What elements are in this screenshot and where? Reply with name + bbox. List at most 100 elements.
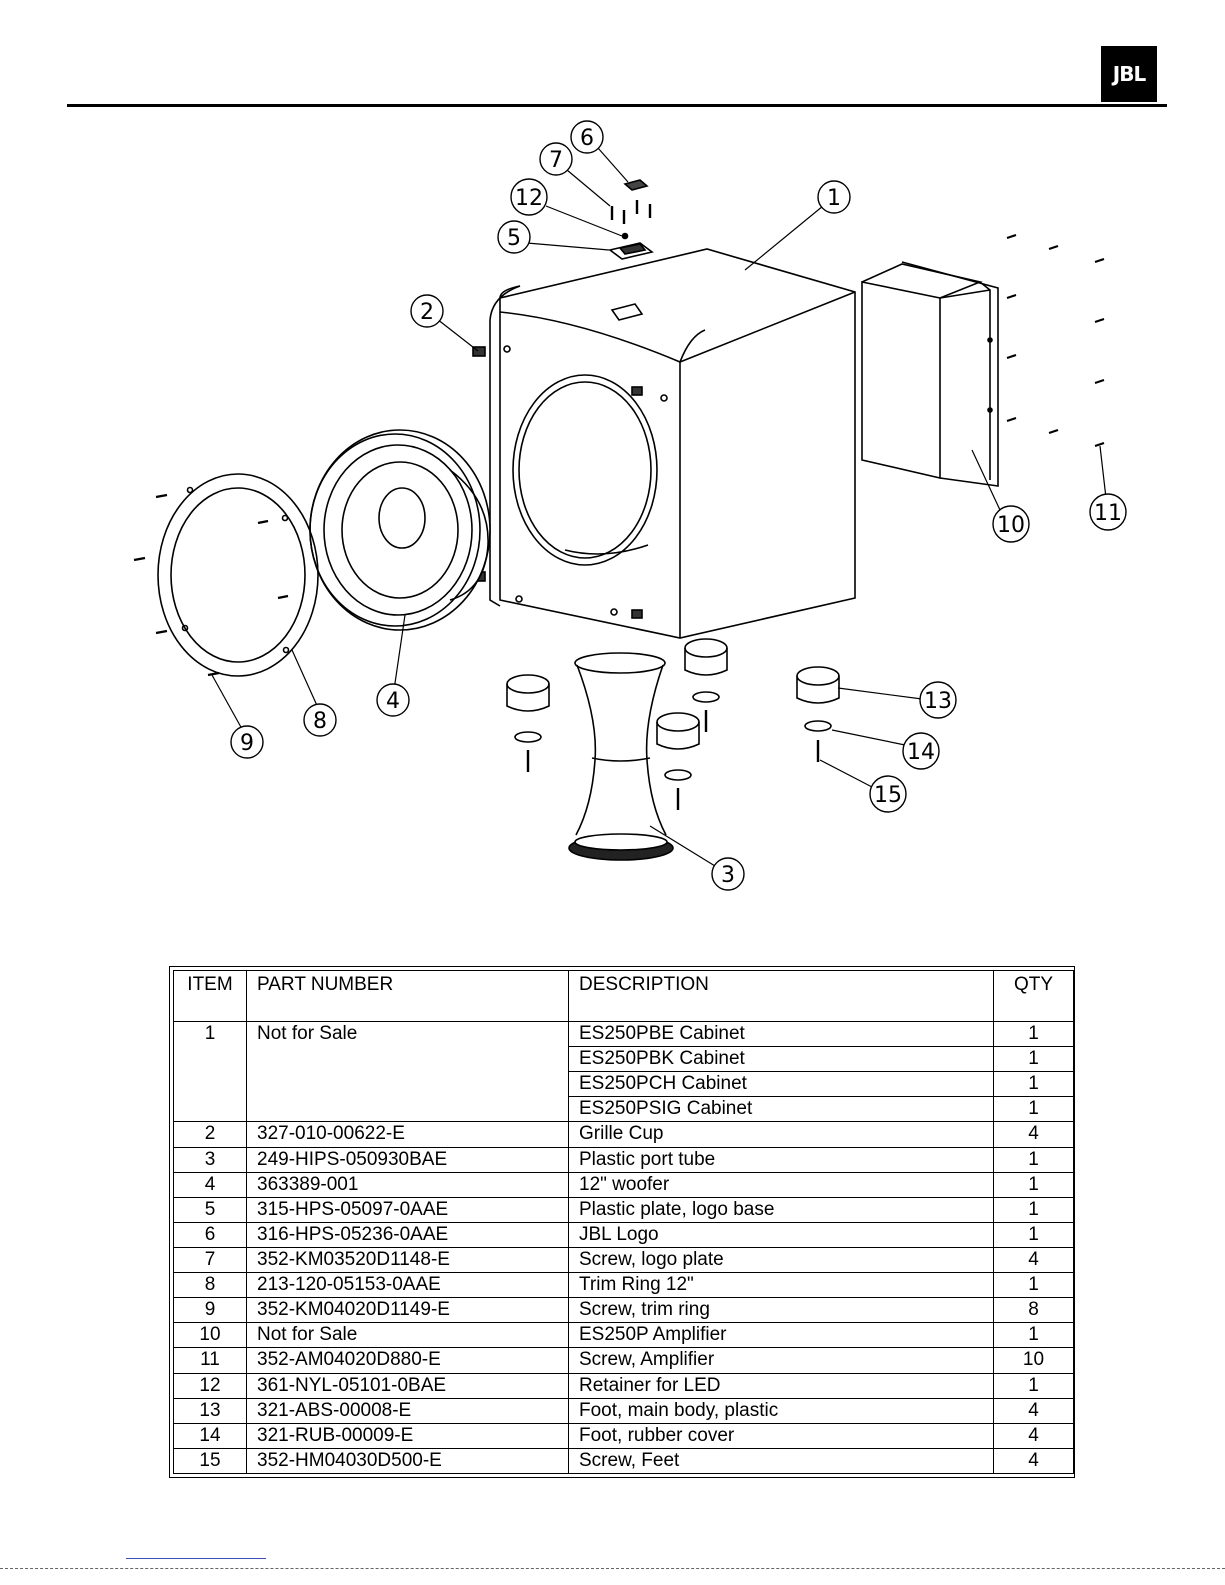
item-cell: 12 (173, 1372, 247, 1399)
callout-11: 11 (1089, 493, 1127, 531)
qty-cell: 4 (993, 1447, 1074, 1475)
part-number-cell: 352-KM04020D1149-E (246, 1297, 569, 1324)
callout-14: 14 (902, 732, 940, 770)
item-cell: 1 (173, 1020, 247, 1123)
description-cell: ES250PBE Cabinet (568, 1020, 994, 1048)
logo-parts (608, 179, 654, 260)
description-cell: Screw, trim ring (568, 1297, 994, 1324)
item-cell: 6 (173, 1221, 247, 1248)
item-cell: 4 (173, 1171, 247, 1198)
callout-10: 10 (992, 505, 1030, 543)
description-cell: Trim Ring 12" (568, 1272, 994, 1299)
callout-label: 1 (827, 186, 841, 211)
callout-2: 2 (410, 294, 444, 328)
cabinet (489, 248, 856, 639)
jbl-logo-text: JBL (1112, 62, 1146, 86)
callout-label: 9 (240, 731, 254, 756)
callout-3: 3 (711, 857, 745, 891)
woofer (309, 429, 491, 631)
callout-label: 4 (386, 689, 400, 714)
part-number-cell: 361-NYL-05101-0BAE (246, 1372, 569, 1399)
callout-label: 11 (1094, 501, 1122, 526)
part-number-cell: Not for Sale (246, 1322, 569, 1349)
table-row: 1 Not for Sale ES250PBE Cabinet 1 (173, 1020, 1074, 1123)
callout-13: 13 (919, 681, 957, 719)
feet (506, 638, 840, 810)
callout-5: 5 (497, 220, 531, 254)
table-row: ES250PSIG Cabinet 1 (174, 1096, 1074, 1123)
item-cell: 5 (173, 1196, 247, 1223)
header-part-number: PART NUMBER (246, 970, 569, 1022)
description-cell: ES250P Amplifier (568, 1322, 994, 1349)
item-cell: 8 (173, 1272, 247, 1299)
description-cell: ES250PBK Cabinet (568, 1046, 994, 1073)
item-cell: 2 (173, 1121, 247, 1148)
description-cell: Screw, Amplifier (568, 1347, 994, 1374)
callout-label: 10 (997, 513, 1025, 538)
item-cell: 10 (173, 1322, 247, 1349)
leader-lines (211, 147, 1107, 867)
callout-label: 3 (721, 863, 735, 888)
part-number-cell: 316-HPS-05236-0AAE (246, 1221, 569, 1248)
parts-list-table: ITEM PART NUMBER DESCRIPTION QTY 1 Not f… (169, 966, 1075, 1478)
qty-cell: 1 (993, 1096, 1074, 1123)
callout-label: 5 (507, 226, 521, 251)
callout-label: 8 (313, 709, 327, 734)
trim-ring-screws (133, 493, 289, 677)
callout-12: 12 (510, 178, 548, 216)
callout-4: 4 (376, 683, 410, 717)
item-cell: 7 (173, 1246, 247, 1274)
callout-9: 9 (230, 725, 264, 759)
qty-cell: 1 (993, 1196, 1074, 1223)
header-rule (67, 104, 1167, 107)
page-bottom-rule (0, 1568, 1225, 1569)
part-number-cell: 327-010-00622-E (246, 1121, 569, 1148)
part-number-cell: Not for Sale (246, 1020, 569, 1123)
part-number-cell: 352-AM04020D880-E (246, 1347, 569, 1374)
jbl-logo: JBL (1101, 46, 1157, 102)
amplifier-screws (1006, 234, 1105, 447)
callout-label: 7 (549, 148, 563, 173)
header-description: DESCRIPTION (568, 970, 994, 1022)
item-cell: 11 (173, 1347, 247, 1374)
footer-link-underline[interactable] (126, 1558, 266, 1559)
table-row: ES250PCH Cabinet 1 (174, 1071, 1074, 1098)
description-cell: Foot, rubber cover (568, 1422, 994, 1449)
callouts: 1 2 3 4 5 6 7 8 9 10 11 12 13 14 15 (230, 120, 1127, 891)
description-cell: ES250PCH Cabinet (568, 1071, 994, 1098)
description-cell: ES250PSIG Cabinet (568, 1096, 994, 1123)
part-number-cell: 213-120-05153-0AAE (246, 1272, 569, 1299)
qty-cell: 1 (993, 1020, 1074, 1048)
port-tube (568, 652, 674, 861)
qty-cell: 10 (993, 1347, 1074, 1374)
table-row: ES250PBK Cabinet 1 (174, 1046, 1074, 1073)
item-cell: 13 (173, 1397, 247, 1424)
description-cell: Plastic port tube (568, 1146, 994, 1173)
callout-label: 6 (580, 126, 594, 151)
description-cell: 12" woofer (568, 1171, 994, 1198)
callout-7: 7 (539, 142, 573, 176)
part-number-cell: 352-KM03520D1148-E (246, 1246, 569, 1274)
description-cell: Grille Cup (568, 1121, 994, 1148)
amplifier (861, 261, 999, 487)
qty-cell: 1 (993, 1071, 1074, 1098)
parts-table: ITEM PART NUMBER DESCRIPTION QTY 1 Not f… (173, 970, 1074, 1475)
qty-cell: 1 (993, 1146, 1074, 1173)
item-cell: 15 (173, 1447, 247, 1475)
description-cell: Retainer for LED (568, 1372, 994, 1399)
description-cell: Screw, logo plate (568, 1246, 994, 1274)
description-cell: Screw, Feet (568, 1447, 994, 1475)
qty-cell: 4 (993, 1246, 1074, 1274)
callout-label: 15 (874, 783, 902, 808)
table-header-row: ITEM PART NUMBER DESCRIPTION QTY (173, 970, 1074, 1022)
part-number-cell: 315-HPS-05097-0AAE (246, 1196, 569, 1223)
description-cell: JBL Logo (568, 1221, 994, 1248)
item-cell: 3 (173, 1146, 247, 1173)
